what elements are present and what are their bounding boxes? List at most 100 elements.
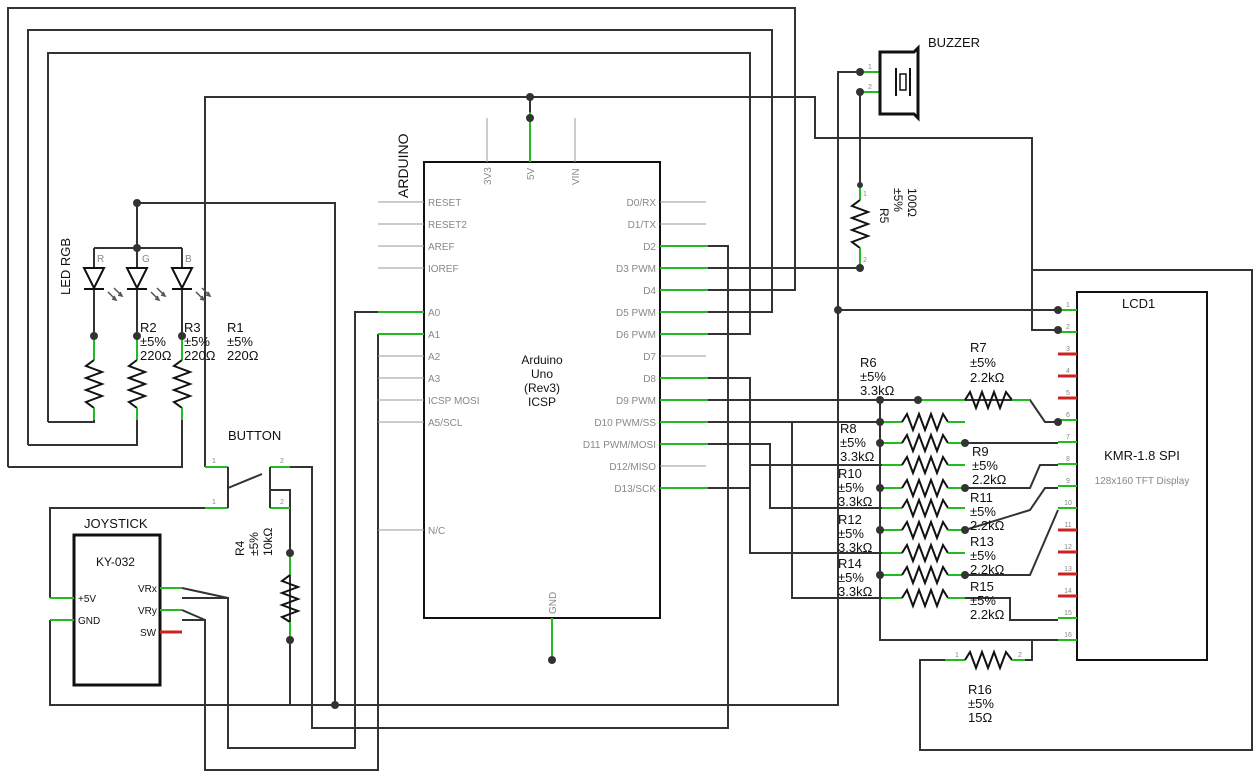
pin-a1: A1 <box>428 330 441 341</box>
pin-nc: N/C <box>428 526 445 537</box>
lcd-pin-label-13: 13 <box>1064 566 1072 573</box>
led-b-triangle <box>170 267 194 291</box>
led-g-label: G <box>142 254 150 265</box>
r16-tol: ±5% <box>968 696 994 711</box>
lcd-model: KMR-1.8 SPI <box>1104 448 1180 463</box>
joystick-vrx: VRx <box>138 584 157 595</box>
resistor-r4: R4 ±5% 10kΩ <box>233 528 301 640</box>
svg-text:1: 1 <box>955 652 959 659</box>
divider-resistor <box>901 587 949 609</box>
r8-value: 3.3kΩ <box>840 449 875 464</box>
r5-name: R5 <box>877 208 891 224</box>
resistor-r16: 1 2 R16 ±5% 15Ω <box>945 649 1025 725</box>
joystick-gnd: GND <box>78 616 100 627</box>
svg-text:2: 2 <box>1018 652 1022 659</box>
divider-labels: R6 ±5% 3.3kΩ R7 ±5% 2.2kΩ R8 ±5% 3.3kΩ R… <box>838 340 1007 622</box>
r13-tol: ±5% <box>970 548 996 563</box>
r13-value: 2.2kΩ <box>970 562 1005 577</box>
pin-reset2: RESET2 <box>428 220 467 231</box>
arduino-uno: ARDUINO Arduino Uno (Rev3) ICSP 3V3 5V V… <box>378 112 708 660</box>
r4-name: R4 <box>233 540 247 556</box>
lcd-display: LCD1 KMR-1.8 SPI 128x160 TFT Display 123… <box>1058 291 1208 661</box>
r3-value: 220Ω <box>184 348 216 363</box>
pin-icsp-mosi: ICSP MOSI <box>428 396 480 407</box>
led-title: LED RGB <box>58 238 73 295</box>
r7-value: 2.2kΩ <box>970 370 1005 385</box>
arduino-right-pins: D0/RX D1/TX D2 D3 PWM D4 D5 PWM D6 PWM D… <box>583 198 708 495</box>
pin-a3: A3 <box>428 374 441 385</box>
joystick-vry: VRy <box>138 606 157 617</box>
lcd-pin-label-9: 9 <box>1066 478 1070 485</box>
led-r-triangle <box>82 267 106 291</box>
lcd-pin-label-12: 12 <box>1064 544 1072 551</box>
arduino-left-pins: RESET RESET2 AREF IOREF A0 A1 A2 A3 ICSP… <box>378 198 480 537</box>
r4-tol: ±5% <box>247 532 261 556</box>
lcd-pin-label-1: 1 <box>1066 302 1070 309</box>
led-b-label: B <box>185 254 192 265</box>
r6-tol: ±5% <box>860 369 886 384</box>
r11-name: R11 <box>970 490 993 505</box>
pin-vin-label: VIN <box>571 168 582 185</box>
lcd-pin-label-14: 14 <box>1064 588 1072 595</box>
svg-text:1: 1 <box>212 458 216 465</box>
r1-tol: ±5% <box>227 334 253 349</box>
lcd-pin-label-7: 7 <box>1066 434 1070 441</box>
junction-dots <box>90 68 1062 709</box>
divider-resistor <box>901 454 949 476</box>
pin-d9: D9 PWM <box>616 396 656 407</box>
r11-value: 2.2kΩ <box>970 518 1005 533</box>
arduino-name-3: (Rev3) <box>524 381 560 395</box>
pin-d10: D10 PWM/SS <box>594 418 656 429</box>
r1-value: 220Ω <box>227 348 259 363</box>
led-r-label: R <box>97 254 104 265</box>
r6-name: R6 <box>860 355 877 370</box>
r7-name: R7 <box>970 340 987 355</box>
pin-a2: A2 <box>428 352 441 363</box>
pin-d3: D3 PWM <box>616 264 656 275</box>
pin-3v3-label: 3V3 <box>483 167 494 185</box>
r12-value: 3.3kΩ <box>838 540 873 555</box>
divider-resistor <box>901 519 949 541</box>
led-g-triangle <box>125 267 149 291</box>
r2-value: 220Ω <box>140 348 172 363</box>
pin-reset: RESET <box>428 198 461 209</box>
joystick-model: KY-032 <box>96 555 135 569</box>
divider-resistor <box>901 432 949 454</box>
r10-tol: ±5% <box>838 480 864 495</box>
lcd-pin-label-16: 16 <box>1064 632 1072 639</box>
pin-a0: A0 <box>428 308 441 319</box>
divider-resistor <box>901 542 949 564</box>
pin-5v-label: 5V <box>526 167 537 180</box>
divider-resistor <box>901 477 949 499</box>
r9-value: 2.2kΩ <box>972 472 1007 487</box>
r11-tol: ±5% <box>970 504 996 519</box>
pin-d2: D2 <box>643 242 656 253</box>
r14-value: 3.3kΩ <box>838 584 873 599</box>
divider-resistor <box>901 564 949 586</box>
pin-d0: D0/RX <box>627 198 657 209</box>
r5-tol: ±5% <box>891 188 905 212</box>
lcd-pin-label-15: 15 <box>1064 610 1072 617</box>
pin-d1: D1/TX <box>628 220 657 231</box>
r1-name: R1 <box>227 320 244 335</box>
lcd-pin-label-6: 6 <box>1066 412 1070 419</box>
r2-name: R2 <box>140 320 157 335</box>
push-button: BUTTON 1 1 2 2 <box>205 428 312 509</box>
r16-name: R16 <box>968 682 992 697</box>
r15-name: R15 <box>970 579 994 594</box>
buzzer: BUZZER 1 2 <box>860 35 980 122</box>
lcd-pin-label-10: 10 <box>1064 500 1072 507</box>
lcd-pin-label-3: 3 <box>1066 346 1070 353</box>
lcd-pin-label-4: 4 <box>1066 368 1070 375</box>
lcd-body <box>1076 291 1208 661</box>
r8-name: R8 <box>840 421 857 436</box>
resistor-r5: 1 2 R5 ±5% 100Ω <box>849 185 919 268</box>
joystick: JOYSTICK KY-032 +5V GND VRx VRy SW <box>50 516 229 687</box>
divider-resistor <box>901 411 949 433</box>
r9-tol: ±5% <box>972 458 998 473</box>
pin-d5: D5 PWM <box>616 308 656 319</box>
divider-resistors <box>882 389 1030 609</box>
r12-tol: ±5% <box>838 526 864 541</box>
